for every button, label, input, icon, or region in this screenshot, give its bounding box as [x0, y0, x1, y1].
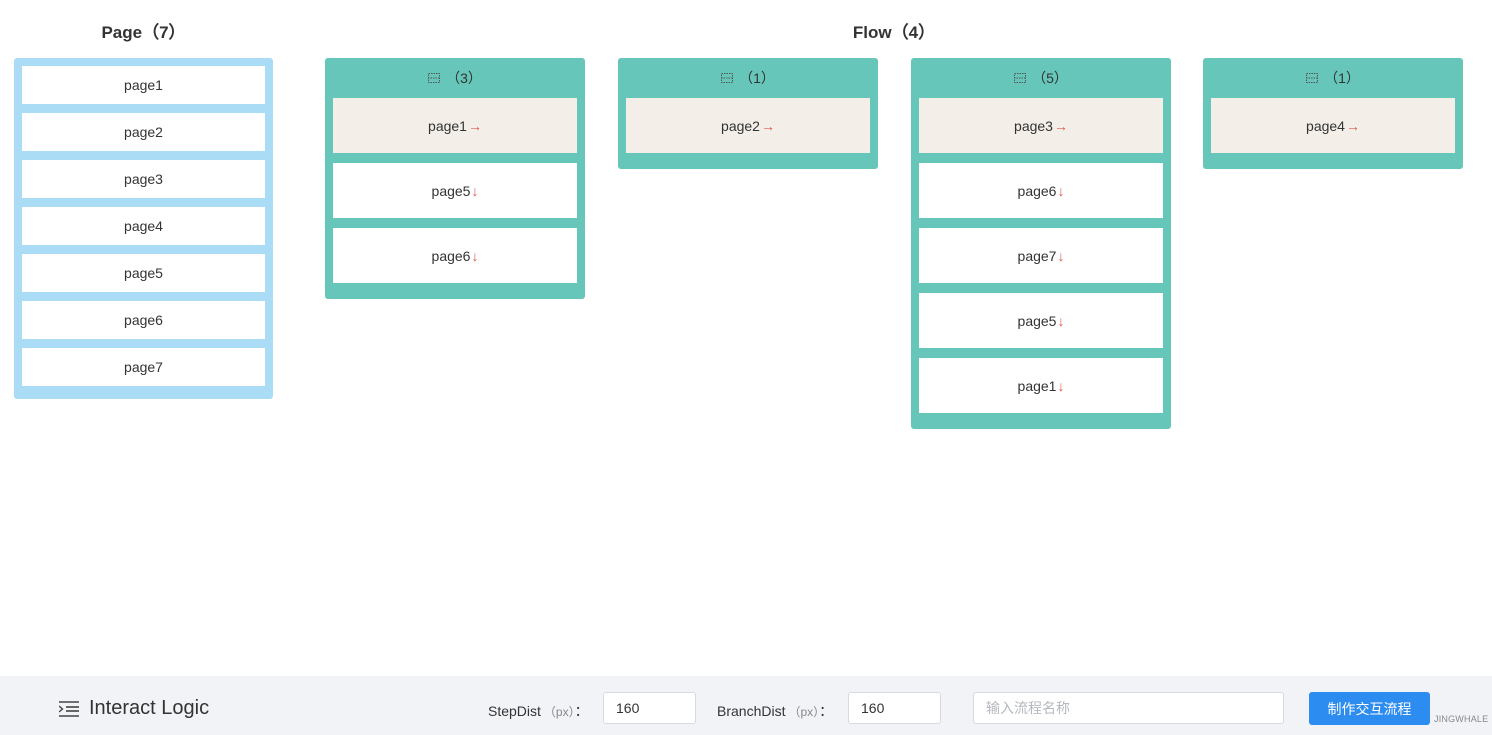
flow-item[interactable]: page5↓ [919, 293, 1163, 348]
flow-item-label: page5 [431, 182, 471, 199]
flow-section-title: Flow（4） [852, 23, 936, 42]
arrow-down-icon: ↓ [1057, 377, 1065, 394]
flow-item-label: page1 [428, 117, 467, 134]
flow-item-label: page5 [1017, 312, 1057, 329]
colon: ： [574, 703, 589, 719]
page-item[interactable]: page7 [22, 348, 265, 386]
flow-count: （3） [446, 70, 482, 86]
flow-item[interactable]: page2→ [626, 98, 870, 153]
flow-column-4: （1） page4→ [1203, 58, 1463, 169]
page-item[interactable]: page2 [22, 113, 265, 151]
footer-toolbar: Interact Logic StepDist（px）： 160 BranchD… [0, 676, 1492, 735]
grid-icon[interactable] [1306, 73, 1319, 83]
flow-item-label: page7 [1017, 247, 1057, 264]
flow-item[interactable]: page1↓ [919, 358, 1163, 413]
arrow-right-icon: → [467, 117, 482, 134]
arrow-down-icon: ↓ [471, 247, 479, 264]
arrow-down-icon: ↓ [1057, 182, 1065, 199]
flow-item-label: page3 [1014, 117, 1053, 134]
page-item[interactable]: page1 [22, 66, 265, 104]
step-dist-text: StepDist [488, 703, 541, 719]
flow-item[interactable]: page3→ [919, 98, 1163, 153]
flow-item-label: page6 [1017, 182, 1057, 199]
flow-column-3: （5） page3→ page6↓ page7↓ page5↓ page1↓ [911, 58, 1171, 429]
list-indent-icon [59, 701, 79, 717]
page-list: page1 page2 page3 page4 page5 page6 page… [14, 58, 273, 399]
flow-item-label: page4 [1306, 117, 1345, 134]
flow-name-input[interactable] [973, 692, 1284, 724]
flow-column-header: （3） [325, 58, 585, 98]
unit-text: （px） [543, 705, 575, 719]
flow-item[interactable]: page7↓ [919, 228, 1163, 283]
flow-item[interactable]: page6↓ [333, 228, 577, 283]
flow-item-label: page6 [431, 247, 471, 264]
page-section-title: Page（7） [101, 23, 186, 42]
app-name: Interact Logic [89, 697, 210, 719]
arrow-down-icon: ↓ [1057, 247, 1065, 264]
page-item[interactable]: page3 [22, 160, 265, 198]
flow-column-header: （5） [911, 58, 1171, 98]
branch-dist-text: BranchDist [717, 703, 786, 719]
arrow-right-icon: → [760, 117, 775, 134]
grid-icon[interactable] [428, 73, 441, 83]
arrow-right-icon: → [1053, 117, 1068, 134]
unit-text: （px） [788, 705, 820, 719]
flow-item[interactable]: page6↓ [919, 163, 1163, 218]
flow-item-label: page1 [1017, 377, 1057, 394]
colon: ： [819, 703, 834, 719]
page-item[interactable]: page5 [22, 254, 265, 292]
page-item[interactable]: page4 [22, 207, 265, 245]
arrow-right-icon: → [1345, 117, 1360, 134]
flow-count: （5） [1032, 70, 1068, 86]
flow-column-1: （3） page1→ page5↓ page6↓ [325, 58, 585, 299]
create-flow-button[interactable]: 制作交互流程 [1309, 692, 1430, 725]
grid-icon[interactable] [1014, 73, 1027, 83]
flow-column-header: （1） [1203, 58, 1463, 98]
branch-dist-label: BranchDist（px）： [717, 701, 833, 721]
arrow-down-icon: ↓ [1057, 312, 1065, 329]
page-item[interactable]: page6 [22, 301, 265, 339]
step-dist-label: StepDist（px）： [488, 701, 589, 721]
watermark: JINGWHALE [1434, 714, 1489, 724]
flow-column-header: （1） [618, 58, 878, 98]
grid-icon[interactable] [721, 73, 734, 83]
flow-count: （1） [1324, 70, 1360, 86]
flow-item[interactable]: page1→ [333, 98, 577, 153]
flow-item-label: page2 [721, 117, 760, 134]
step-dist-input[interactable]: 160 [603, 692, 696, 724]
flow-column-2: （1） page2→ [618, 58, 878, 169]
flow-item[interactable]: page5↓ [333, 163, 577, 218]
flow-item[interactable]: page4→ [1211, 98, 1455, 153]
arrow-down-icon: ↓ [471, 182, 479, 199]
flow-count: （1） [739, 70, 775, 86]
branch-dist-input[interactable]: 160 [848, 692, 941, 724]
